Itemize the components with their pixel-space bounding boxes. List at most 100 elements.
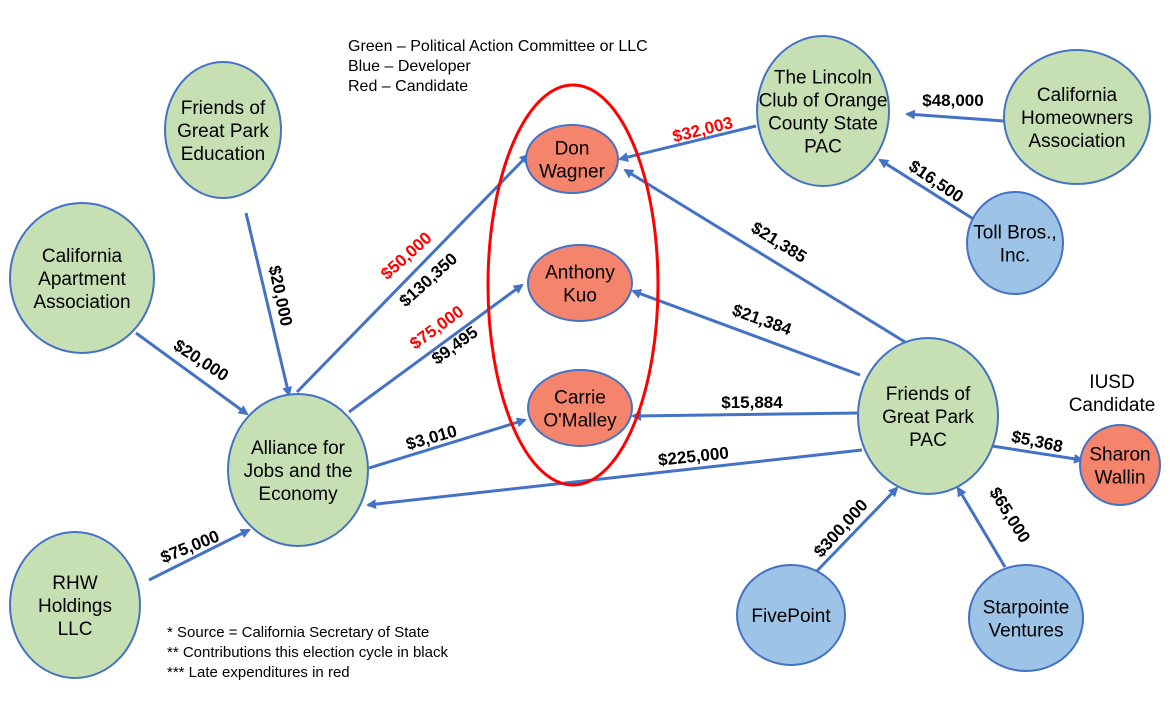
contribution-amount-label: $20,000 (170, 336, 232, 385)
node-label-line: California (42, 246, 123, 267)
node-label-line: Economy (258, 484, 338, 505)
legend-pac: Green – Political Action Committee or LL… (348, 38, 648, 55)
node-shape (1079, 424, 1161, 506)
node-shape (227, 393, 369, 547)
node-toll-bros: Toll Bros.,Inc. (966, 191, 1064, 295)
contribution-arrow (623, 168, 906, 344)
notes: * Source = California Secretary of State… (167, 624, 448, 681)
node-label-line: California (1037, 85, 1118, 106)
contribution-arrow (618, 124, 757, 162)
legend-developer: Blue – Developer (348, 58, 471, 75)
node-label-line: PAC (804, 137, 842, 158)
contribution-amount-label: $48,000 (922, 91, 983, 110)
node-shape (857, 337, 999, 495)
node-shape (1003, 49, 1151, 185)
node-shape (9, 531, 141, 679)
node-label-line: Ventures (989, 621, 1064, 642)
node-label-line: O'Malley (543, 411, 617, 432)
node-label-line: Starpointe (983, 598, 1070, 619)
node-shape (756, 35, 890, 187)
contribution-arrow (368, 417, 527, 470)
contribution-arrow (878, 158, 976, 222)
legend-candidate: Red – Candidate (348, 78, 468, 95)
iusd-candidate-label: IUSD Candidate (1069, 372, 1156, 416)
node-label-line: Great Park (882, 407, 974, 428)
edges (135, 109, 1084, 582)
legend: Green – Political Action Committee or LL… (348, 38, 648, 95)
contribution-amount-label: $15,884 (721, 393, 783, 412)
node-label-line: LLC (58, 619, 93, 640)
iusd-label-line: IUSD (1089, 372, 1134, 393)
node-label-line: RHW (52, 573, 97, 594)
late-expenditure-label: $32,003 (671, 113, 735, 146)
node-label-line: Association (33, 292, 130, 313)
node-label-line: PAC (909, 430, 947, 451)
contribution-amount-label: $300,000 (810, 496, 872, 561)
node-shape (736, 564, 846, 666)
contribution-arrow (991, 444, 1084, 464)
node-shape (525, 124, 619, 194)
node-shape (968, 564, 1084, 672)
node-label-line: Carrie (554, 388, 606, 409)
contribution-arrow (813, 486, 899, 575)
contribution-amount-label: $21,384 (730, 300, 795, 339)
node-shape (164, 61, 282, 199)
node-label-line: Great Park (177, 121, 269, 142)
node-label-line: Association (1028, 131, 1125, 152)
contribution-arrow (348, 283, 524, 414)
node-label-line: Don (555, 139, 590, 160)
contribution-arrow (295, 153, 530, 394)
node-label-line: Jobs and the (244, 461, 353, 482)
node-label-line: Toll Bros., (973, 223, 1056, 244)
node-label-line: Apartment (38, 269, 126, 290)
contribution-amount-label: $21,385 (748, 218, 810, 267)
node-label-line: County State (768, 114, 878, 135)
node-shape (9, 202, 155, 354)
node-fivepoint: FivePoint (736, 564, 846, 666)
note-source: * Source = California Secretary of State (167, 624, 429, 641)
node-label-line: Kuo (563, 286, 597, 307)
contribution-arrow (135, 331, 249, 416)
note-cycle: ** Contributions this election cycle in … (167, 644, 448, 661)
node-label-line: Anthony (545, 263, 615, 284)
node-label-line: The Lincoln (774, 68, 872, 89)
candidate-group-ellipse (486, 83, 660, 487)
node-label-line: Homeowners (1021, 108, 1133, 129)
node-label-line: Wagner (539, 162, 605, 183)
note-late: *** Late expenditures in red (167, 664, 350, 681)
node-label-line: Education (181, 144, 266, 165)
contribution-arrow (244, 212, 293, 397)
contribution-arrow (956, 486, 1007, 568)
contribution-arrow (905, 109, 1005, 123)
contribution-arrow (631, 289, 861, 377)
node-label-line: Alliance for (251, 438, 346, 459)
contribution-amount-label: $65,000 (985, 484, 1034, 546)
node-label-line: Holdings (38, 596, 112, 617)
node-label-line: Club of Orange (759, 91, 888, 112)
node-label-line: FivePoint (751, 606, 831, 627)
node-shape (527, 244, 633, 322)
node-label-line: Sharon (1089, 445, 1150, 466)
node-label-line: Friends of (886, 384, 971, 405)
node-shape (527, 369, 633, 447)
node-shape (966, 191, 1064, 295)
node-label-line: Inc. (1000, 246, 1031, 267)
node-label-line: Wallin (1094, 468, 1145, 489)
node-label-line: Friends of (181, 98, 266, 119)
contribution-arrow (148, 528, 251, 582)
contribution-arrow (631, 410, 861, 421)
contribution-arrow (366, 448, 863, 510)
